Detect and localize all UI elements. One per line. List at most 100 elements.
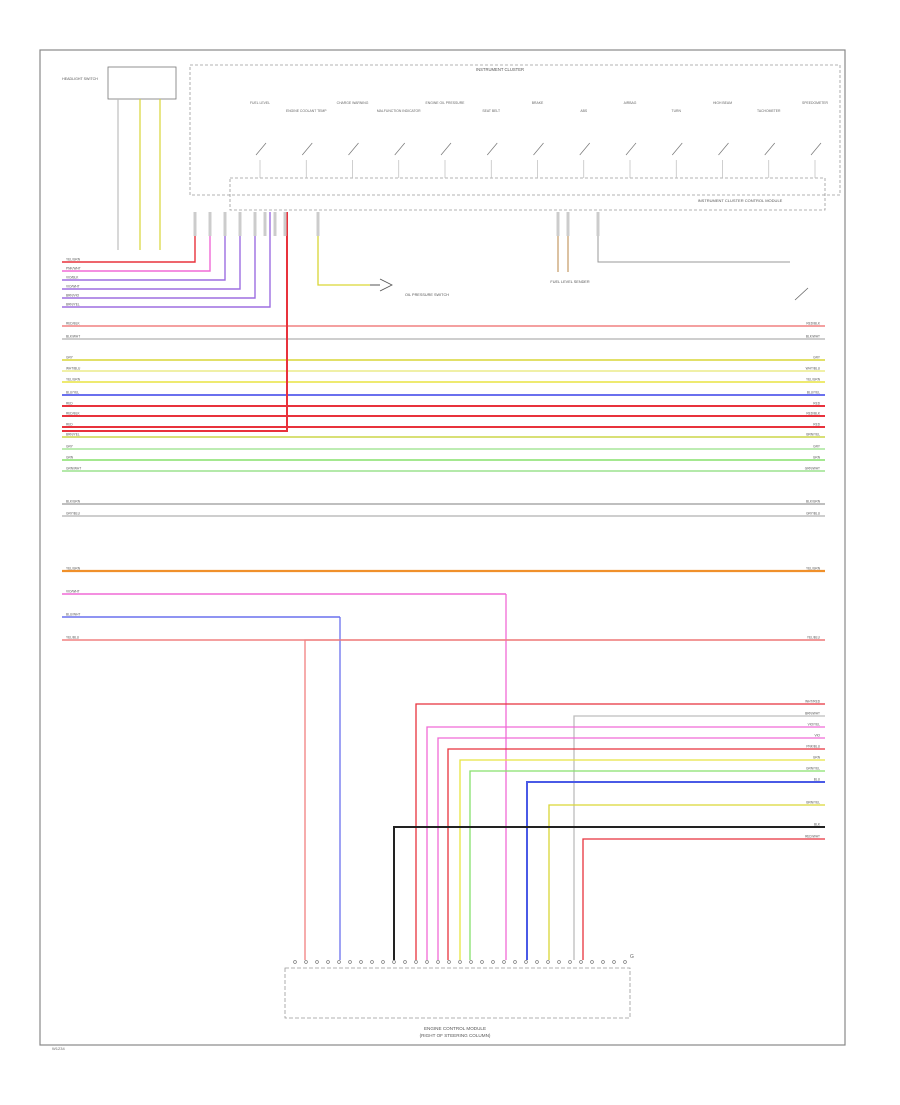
bus-wire-label: GRY/BLU bbox=[66, 512, 81, 516]
ecm-pin bbox=[447, 960, 451, 964]
bus-wire-label: GRY bbox=[66, 356, 74, 360]
left-wire-label: VIO/WHT bbox=[66, 285, 80, 289]
bus-wire-label-right: BRN/YEL bbox=[806, 433, 820, 437]
bus-labels: YEL/GRNPNK/WHTVIO/BLKVIO/WHTBRN/VIOBRN/Y… bbox=[66, 258, 821, 640]
ecm-pin bbox=[293, 960, 297, 964]
bus-wire-label-right: YEL/GRN bbox=[806, 378, 821, 382]
bus-wire-label: GRY bbox=[66, 445, 74, 449]
bus-wire-label-right: YEL/BLU bbox=[807, 636, 821, 640]
ecm-pin bbox=[326, 960, 330, 964]
ecm-pin bbox=[568, 960, 572, 964]
page-frame bbox=[39, 49, 846, 1046]
ecm-wire bbox=[393, 826, 825, 960]
indicator-switch bbox=[394, 142, 406, 156]
ecm-pin bbox=[601, 960, 605, 964]
ecm-pin bbox=[491, 960, 495, 964]
indicator-switch bbox=[671, 142, 683, 156]
ecm-label: ENGINE CONTROL MODULE bbox=[424, 1026, 486, 1031]
switch-contact bbox=[794, 287, 809, 301]
bus-wire-label: RED bbox=[66, 423, 73, 427]
bus-wire-label-right: BLU/YEL bbox=[807, 391, 820, 395]
fuel-sender: FUEL LEVEL SENDER bbox=[550, 280, 589, 284]
ecm-pin bbox=[425, 960, 429, 964]
indicator-switch bbox=[810, 142, 822, 156]
indicator-label: TACHOMETER bbox=[757, 109, 781, 113]
bus-wire-label-right: GRN bbox=[813, 456, 821, 460]
ecm-wire bbox=[415, 703, 825, 960]
indicator-switch bbox=[533, 142, 544, 156]
bus-wire-label-right: GRN/WHT bbox=[805, 467, 820, 471]
ecm-pin bbox=[304, 960, 308, 964]
ecm-pin bbox=[381, 960, 385, 964]
ecm-wire-label: VIO/YEL bbox=[808, 723, 821, 727]
ecm-pin bbox=[579, 960, 583, 964]
ecm-pin bbox=[436, 960, 440, 964]
bus-wire-label: BLK/GRN bbox=[66, 500, 81, 504]
ecm-wire-label: VIO bbox=[815, 734, 821, 738]
ecm-pin bbox=[458, 960, 462, 964]
indicator-switch bbox=[764, 142, 776, 156]
instrument-cluster-box bbox=[189, 64, 841, 196]
ecm-wire bbox=[548, 804, 825, 960]
ecm-pin bbox=[612, 960, 616, 964]
connector-pin bbox=[566, 212, 570, 236]
right-wire-labels: WHT/REDBRN/WHTVIO/YELVIOPNK/BLUGRNGRN/YE… bbox=[805, 700, 821, 839]
connector-pin bbox=[238, 212, 242, 236]
indicator-switch bbox=[440, 142, 452, 156]
bus-wire-label-right: WHT/BLU bbox=[806, 367, 821, 371]
indicator-label: BRAKE bbox=[532, 101, 544, 105]
indicator-switch bbox=[348, 142, 359, 156]
oil-pressure-wire bbox=[317, 236, 370, 286]
ecm-wire-label: RED/WHT bbox=[805, 835, 820, 839]
bus-wire-label: YEL/GRN bbox=[66, 378, 81, 382]
ecm-pin bbox=[403, 960, 407, 964]
ecm-wire bbox=[582, 838, 825, 960]
bus-wire-label: RED/BLK bbox=[66, 412, 81, 416]
ecm-wire-label: GRN/YEL bbox=[806, 767, 820, 771]
connector-pin bbox=[556, 212, 560, 236]
headlight-switch-label: HEADLIGHT SWITCH bbox=[62, 77, 98, 81]
left-wire bbox=[62, 212, 241, 290]
headlight-switch-box bbox=[107, 66, 177, 100]
connector-pin bbox=[223, 212, 227, 236]
ecm-wire bbox=[526, 781, 825, 960]
bus-wire-label: RED bbox=[66, 402, 73, 406]
bus-wire-label: BLK/WHT bbox=[66, 335, 80, 339]
ecm-wire bbox=[573, 715, 825, 960]
left-wire-label: YEL/GRN bbox=[66, 258, 81, 262]
left-wire-label: PNK/WHT bbox=[66, 267, 81, 271]
wire-harness bbox=[62, 99, 825, 964]
bus-wire-label-right: BLK/GRN bbox=[806, 500, 821, 504]
indicator-switch bbox=[625, 142, 637, 156]
indicator-switch bbox=[301, 142, 313, 156]
bus-wire-label: RED/BLK bbox=[66, 322, 81, 326]
bus-wire-label: WHT/BLU bbox=[66, 367, 81, 371]
ecm-pin bbox=[590, 960, 594, 964]
connector-pin bbox=[596, 212, 600, 236]
indicator-label: ENGINE OIL PRESSURE bbox=[426, 101, 466, 105]
indicator-label: HIGH BEAM bbox=[713, 101, 732, 105]
ecm-pin bbox=[513, 960, 517, 964]
ecm-wire bbox=[437, 737, 825, 960]
indicator-switch bbox=[255, 142, 267, 156]
indicator-label: CHARGE WARNING bbox=[337, 101, 369, 105]
ecm-wire-label: WHT/RED bbox=[805, 700, 821, 704]
bus-wire-label-right: YEL/GRN bbox=[806, 567, 821, 571]
ecm-pin bbox=[557, 960, 561, 964]
ecm-pin bbox=[535, 960, 539, 964]
ecm-pin bbox=[359, 960, 363, 964]
left-wire bbox=[62, 212, 256, 299]
ecm-pin bbox=[502, 960, 506, 964]
bus-wire-label: YEL/BLU bbox=[66, 636, 80, 640]
switch-wire bbox=[597, 236, 790, 263]
bus-wire-label: BLU/WHT bbox=[66, 613, 80, 617]
oil-pressure-label: OIL PRESSURE SWITCH bbox=[405, 293, 449, 297]
bus-wire-label-right: RED bbox=[813, 423, 820, 427]
connector-pin bbox=[253, 212, 257, 236]
ecm-pin bbox=[414, 960, 418, 964]
connector-pin bbox=[273, 212, 277, 236]
ecm-wire-label: BRN/WHT bbox=[805, 712, 820, 716]
